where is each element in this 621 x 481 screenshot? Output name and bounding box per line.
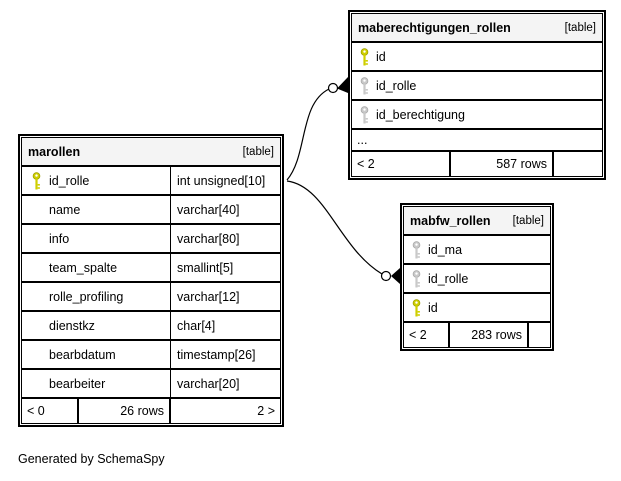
table-footer: < 2 587 rows xyxy=(351,151,603,177)
column-type: varchar[80] xyxy=(177,231,240,246)
column-name: id xyxy=(428,300,438,315)
table-header[interactable]: mabfw_rollen [table] xyxy=(403,206,551,235)
children-count: 2 > xyxy=(170,398,281,424)
column-name: bearbeiter xyxy=(49,376,106,391)
nullable-circle xyxy=(327,82,339,94)
column-name: id xyxy=(376,49,386,64)
column-name: bearbdatum xyxy=(49,347,116,362)
foreign-key-icon xyxy=(412,240,428,259)
column-row: id_rolle xyxy=(351,71,603,100)
parents-count: < 0 xyxy=(21,398,78,424)
column-row: id_rolle xyxy=(403,264,551,293)
foreign-key-icon xyxy=(360,105,376,124)
table-marollen: marollen [table] id_rolle int unsigned[1… xyxy=(18,134,284,427)
column-name: id_berechtigung xyxy=(376,107,465,122)
table-badge: [table] xyxy=(242,145,274,158)
parents-count: < 2 xyxy=(403,322,449,348)
table-name[interactable]: maberechtigungen_rollen xyxy=(358,20,511,35)
column-type: timestamp[26] xyxy=(177,347,256,362)
column-row: id_rolle int unsigned[10] xyxy=(21,166,281,195)
crowfoot-arrow xyxy=(391,268,400,284)
children-count xyxy=(528,322,551,348)
column-name: rolle_profiling xyxy=(49,289,124,304)
column-row: name varchar[40] xyxy=(21,195,281,224)
column-name: team_spalte xyxy=(49,260,118,275)
table-maberechtigungen-rollen: maberechtigungen_rollen [table] id id_ro… xyxy=(348,10,606,180)
column-type: int unsigned[10] xyxy=(177,173,266,188)
table-name[interactable]: marollen xyxy=(28,144,81,159)
column-row: id_ma xyxy=(403,235,551,264)
edge-marollen-mabfw xyxy=(286,180,400,284)
column-name: id_ma xyxy=(428,242,463,257)
rows-count: 283 rows xyxy=(449,322,528,348)
column-type: varchar[40] xyxy=(177,202,240,217)
column-row: dienstkz char[4] xyxy=(21,311,281,340)
children-count xyxy=(553,151,603,177)
table-badge: [table] xyxy=(564,21,596,34)
column-name: info xyxy=(49,231,70,246)
rows-count: 26 rows xyxy=(78,398,170,424)
column-row: info varchar[80] xyxy=(21,224,281,253)
primary-key-icon xyxy=(412,298,428,317)
edge-marollen-maberechtigungen xyxy=(286,77,348,181)
primary-key-icon xyxy=(360,47,376,66)
column-row: bearbeiter varchar[20] xyxy=(21,369,281,398)
parents-count: < 2 xyxy=(351,151,450,177)
column-type: varchar[20] xyxy=(177,376,240,391)
column-row: id xyxy=(403,293,551,322)
column-name: name xyxy=(49,202,81,217)
rows-count: 587 rows xyxy=(450,151,553,177)
table-badge: [table] xyxy=(512,214,544,227)
column-type: varchar[12] xyxy=(177,289,240,304)
ellipsis-label: ... xyxy=(357,133,368,147)
table-mabfw-rollen: mabfw_rollen [table] id_ma id_rolle xyxy=(400,203,554,351)
foreign-key-icon xyxy=(412,269,428,288)
column-row: bearbdatum timestamp[26] xyxy=(21,340,281,369)
column-name: id_rolle xyxy=(376,78,417,93)
column-type: char[4] xyxy=(177,318,216,333)
column-name: dienstkz xyxy=(49,318,95,333)
column-row: id_berechtigung xyxy=(351,100,603,129)
table-footer: < 0 26 rows 2 > xyxy=(21,398,281,424)
column-name: id_rolle xyxy=(428,271,469,286)
column-name: id_rolle xyxy=(49,173,90,188)
table-header[interactable]: maberechtigungen_rollen [table] xyxy=(351,13,603,42)
table-footer: < 2 283 rows xyxy=(403,322,551,348)
column-row: team_spalte smallint[5] xyxy=(21,253,281,282)
foreign-key-icon xyxy=(360,76,376,95)
table-header[interactable]: marollen [table] xyxy=(21,137,281,166)
column-row: id xyxy=(351,42,603,71)
nullable-circle xyxy=(380,270,392,282)
table-name[interactable]: mabfw_rollen xyxy=(410,213,491,228)
columns-ellipsis-row: ... xyxy=(351,129,603,151)
crowfoot-arrow xyxy=(337,77,348,93)
generator-note: Generated by SchemaSpy xyxy=(18,452,165,466)
column-type: smallint[5] xyxy=(177,260,234,275)
column-row: rolle_profiling varchar[12] xyxy=(21,282,281,311)
primary-key-icon xyxy=(32,171,49,190)
